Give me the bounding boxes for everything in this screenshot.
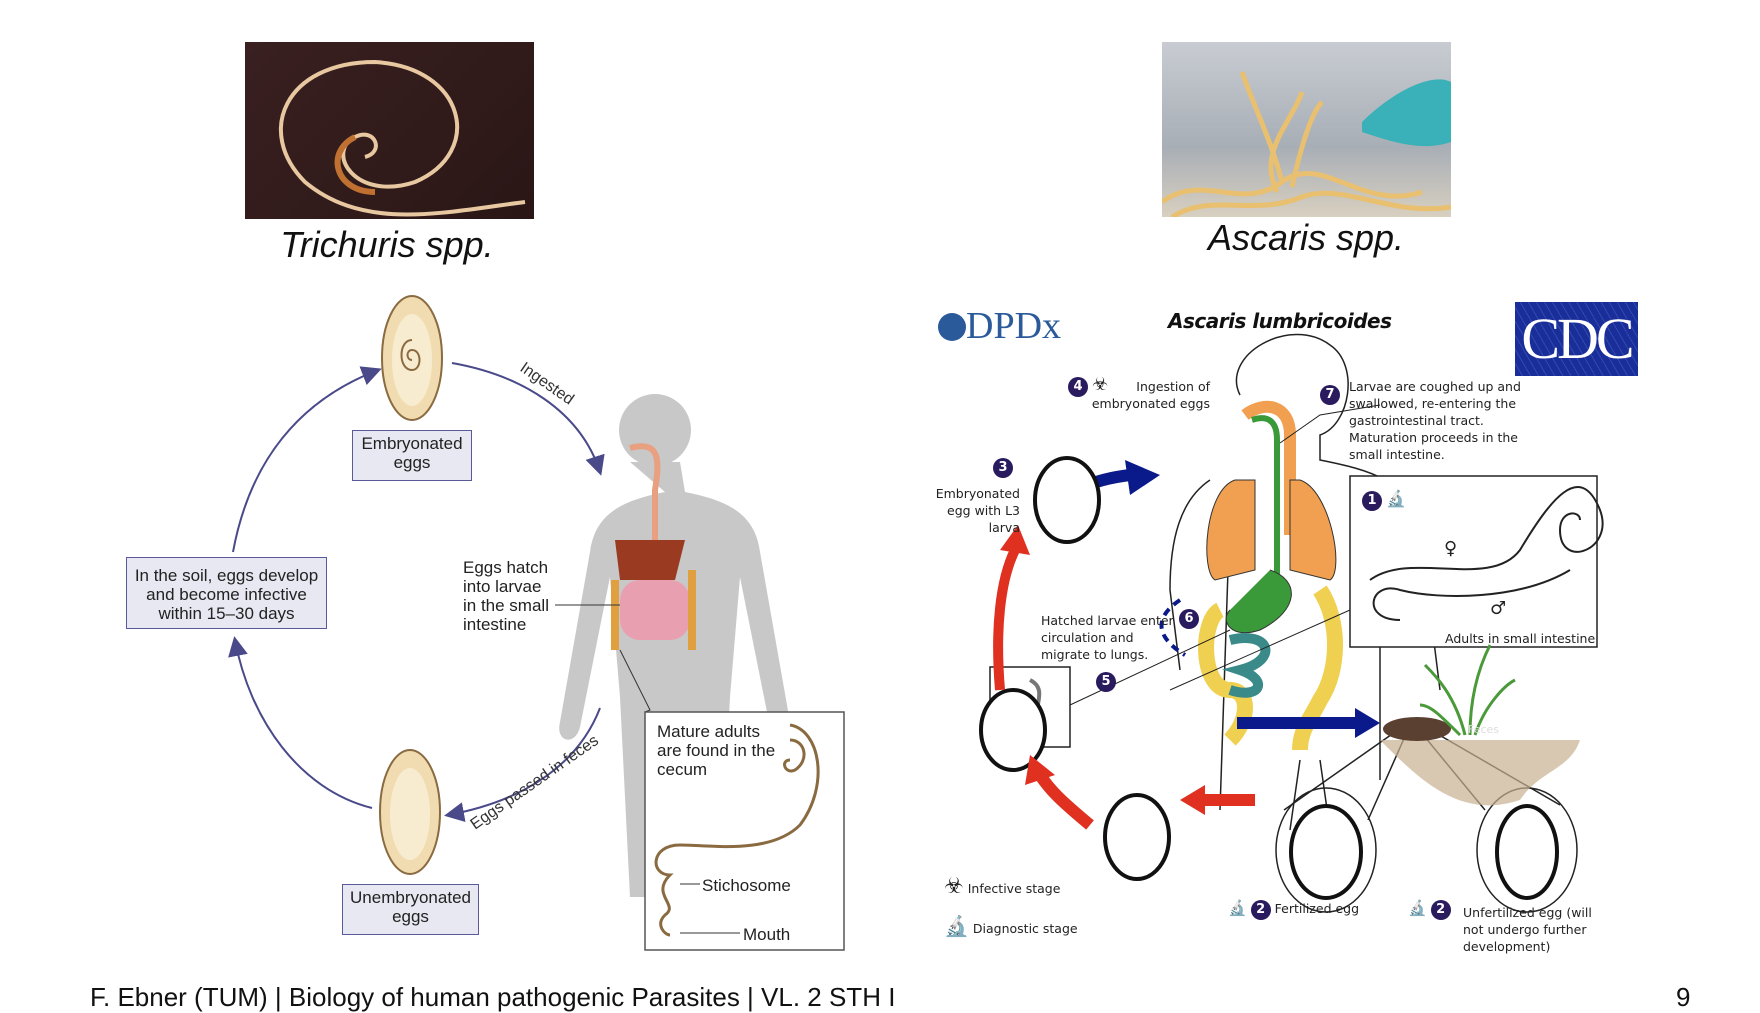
whipworm-adult-icon xyxy=(654,723,820,937)
liver xyxy=(615,540,685,580)
step-5: 5 xyxy=(1096,672,1116,692)
embryonated-egg-icon xyxy=(381,295,443,421)
unembryonated-egg-icon xyxy=(379,749,441,875)
step-6-text: Hatched larvae enter circulation and mig… xyxy=(1041,613,1174,662)
legend-infective: ☣ Infective stage xyxy=(944,874,1061,899)
human-outline xyxy=(1169,333,1441,831)
cdc-logo: CDC xyxy=(1515,302,1638,376)
step-3: 3 xyxy=(993,458,1013,478)
ascaris-caption: Ascaris spp. xyxy=(1207,217,1405,258)
cycle-arrow xyxy=(451,362,605,476)
unembryonated-eggs-label: Unembryonated eggs xyxy=(342,884,479,935)
soil-development-label: In the soil, eggs develop and become inf… xyxy=(126,557,327,629)
ascaris-worms-image xyxy=(1160,71,1452,220)
male-symbol: ♂ xyxy=(1490,598,1507,619)
feces-label: Feces xyxy=(1468,723,1499,736)
ascaris-photo xyxy=(1160,42,1452,220)
lungs xyxy=(1206,479,1337,581)
biohazard-icon: ☣ xyxy=(944,874,964,899)
ascaris-lifecycle-diagram: Feces xyxy=(979,333,1604,913)
cycle-arrow xyxy=(228,636,373,809)
trichuris-photo xyxy=(245,42,534,219)
trichuris-lifecycle-diagram: Ingested Eggs passed in feces xyxy=(228,295,845,951)
plant-icon xyxy=(1419,644,1516,737)
step-2-unfertilized: 🔬 2 xyxy=(1408,900,1451,920)
adult-worms-icon xyxy=(1369,486,1604,621)
page-number: 9 xyxy=(1676,982,1691,1012)
dpdx-logo: DPDx xyxy=(938,304,1061,348)
cycle-arrow xyxy=(232,366,382,553)
eggs-passed-label: Eggs passed in feces xyxy=(468,732,602,833)
microscope-icon: 🔬 xyxy=(1228,899,1247,917)
mature-adults-label: Mature adults are found in the cecum xyxy=(657,722,776,779)
egg-icon xyxy=(979,456,1559,900)
eggs-hatch-label: Eggs hatch into larvae in the small inte… xyxy=(463,558,549,634)
cycle-arrow xyxy=(444,707,601,822)
adults-box xyxy=(644,711,845,951)
step-7-text: Larvae are coughed up and swallowed, re-… xyxy=(1349,379,1521,462)
female-symbol: ♀ xyxy=(1444,538,1458,559)
step-2-fertilized: 🔬 2 Fertilized egg xyxy=(1228,900,1359,920)
trichuris-caption: Trichuris spp. xyxy=(280,224,494,265)
footer-text: F. Ebner (TUM) | Biology of human pathog… xyxy=(90,982,896,1012)
step-3-text: Embryonated egg with L3 larva xyxy=(935,486,1020,535)
migration-path xyxy=(1159,598,1187,657)
step-1-text: Adults in small intestine xyxy=(1445,631,1596,646)
stichosome-label: Stichosome xyxy=(702,876,791,895)
embryonated-eggs-label: Embryonated eggs xyxy=(352,430,472,481)
feces-blob xyxy=(1383,717,1451,741)
biohazard-icon: ☣ xyxy=(1091,374,1109,395)
step-4-text: Ingestion of embryonated eggs xyxy=(1091,379,1210,411)
step-1: 1 🔬 xyxy=(1362,490,1406,511)
step-7: 7 xyxy=(1320,385,1340,405)
legend-diagnostic: 🔬 Diagnostic stage xyxy=(944,914,1078,938)
diagram-title: Ascaris lumbricoides xyxy=(1168,309,1392,333)
microscope-icon: 🔬 xyxy=(1408,899,1427,917)
microscope-icon: 🔬 xyxy=(1385,489,1406,508)
microscope-icon: 🔬 xyxy=(944,914,969,938)
mouth-label: Mouth xyxy=(743,925,791,944)
step-4: 4 ☣ xyxy=(1068,376,1108,397)
intestine xyxy=(620,580,690,640)
step-6: 6 xyxy=(1179,609,1199,629)
step-2-unfertilized-text: Unfertilized egg (will not undergo furth… xyxy=(1463,905,1592,954)
trichuris-worm-image xyxy=(278,59,526,217)
soil xyxy=(1380,740,1580,806)
